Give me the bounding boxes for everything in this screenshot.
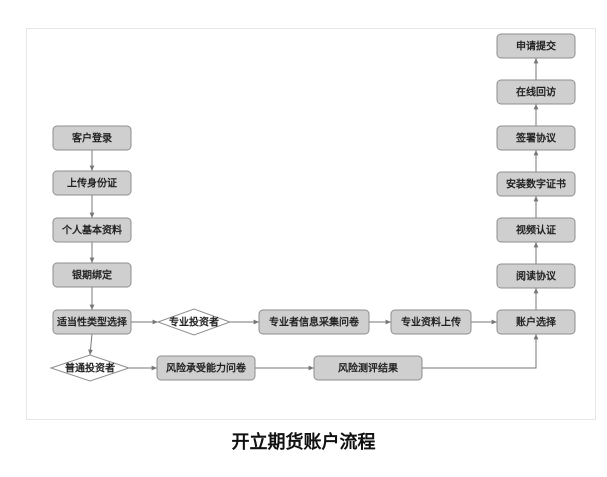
node-label: 在线回访 bbox=[516, 86, 556, 99]
node-box bbox=[496, 263, 576, 289]
node-box bbox=[258, 309, 370, 335]
node-risk-questionnaire: 风险承受能力问卷 bbox=[156, 355, 256, 381]
node-pro-questionnaire: 专业者信息采集问卷 bbox=[258, 309, 370, 335]
node-label: 普通投资者 bbox=[65, 362, 115, 375]
node-professional: 专业投资者 bbox=[156, 308, 232, 336]
node-box bbox=[156, 355, 256, 381]
node-pro-upload: 专业资料上传 bbox=[390, 309, 472, 335]
node-label: 适当性类型选择 bbox=[57, 316, 128, 329]
node-box bbox=[496, 171, 576, 197]
node-label: 客户登录 bbox=[71, 132, 112, 145]
node-label: 银期绑定 bbox=[72, 269, 112, 282]
node-upload-id: 上传身份证 bbox=[52, 170, 132, 196]
node-box bbox=[313, 355, 423, 381]
node-sign-agreement: 签署协议 bbox=[496, 125, 576, 151]
node-basic-info: 个人基本资料 bbox=[52, 217, 132, 243]
node-install-cert: 安装数字证书 bbox=[496, 171, 576, 197]
node-box bbox=[52, 217, 132, 243]
node-label: 风险测评结果 bbox=[338, 362, 399, 375]
node-box bbox=[496, 217, 576, 243]
node-risk-result: 风险测评结果 bbox=[313, 355, 423, 381]
decision-shape bbox=[49, 354, 131, 382]
node-label: 上传身份证 bbox=[67, 177, 117, 190]
node-suitability: 适当性类型选择 bbox=[52, 309, 132, 335]
node-label: 个人基本资料 bbox=[61, 224, 122, 237]
node-submit: 申请提交 bbox=[496, 33, 576, 59]
node-label: 申请提交 bbox=[516, 40, 556, 53]
node-account-select: 账户选择 bbox=[496, 309, 576, 335]
decision-shape bbox=[156, 308, 232, 336]
node-label: 账户选择 bbox=[516, 316, 557, 329]
node-label: 视频认证 bbox=[516, 224, 556, 237]
node-login: 客户登录 bbox=[52, 125, 132, 151]
node-box bbox=[52, 170, 132, 196]
diagram-caption: 开立期货账户流程 bbox=[231, 432, 376, 453]
node-box bbox=[496, 33, 576, 59]
node-box bbox=[52, 309, 132, 335]
node-box bbox=[390, 309, 472, 335]
node-box bbox=[496, 309, 576, 335]
edge-suitability-to-ordinary bbox=[88, 333, 93, 356]
node-box bbox=[52, 262, 132, 288]
node-label: 签署协议 bbox=[515, 132, 557, 145]
node-label: 专业资料上传 bbox=[401, 316, 461, 329]
node-label: 专业投资者 bbox=[169, 316, 219, 329]
node-box bbox=[496, 79, 576, 105]
edge-risk-result-to-account-select bbox=[422, 334, 539, 369]
node-label: 专业者信息采集问卷 bbox=[269, 316, 360, 329]
node-read-agreement: 阅读协议 bbox=[496, 263, 576, 289]
node-bank-bind: 银期绑定 bbox=[52, 262, 132, 288]
node-label: 阅读协议 bbox=[516, 270, 557, 283]
node-ordinary: 普通投资者 bbox=[49, 354, 131, 382]
node-online-visit: 在线回访 bbox=[496, 79, 576, 105]
node-label: 风险承受能力问卷 bbox=[166, 362, 247, 375]
diagram-frame: 客户登录上传身份证个人基本资料银期绑定适当性类型选择 专业投资者普通投资者 专业者信… bbox=[26, 28, 596, 420]
node-label: 安装数字证书 bbox=[506, 178, 566, 191]
node-video-verify: 视频认证 bbox=[496, 217, 576, 243]
node-box bbox=[52, 125, 132, 151]
node-box bbox=[496, 125, 576, 151]
